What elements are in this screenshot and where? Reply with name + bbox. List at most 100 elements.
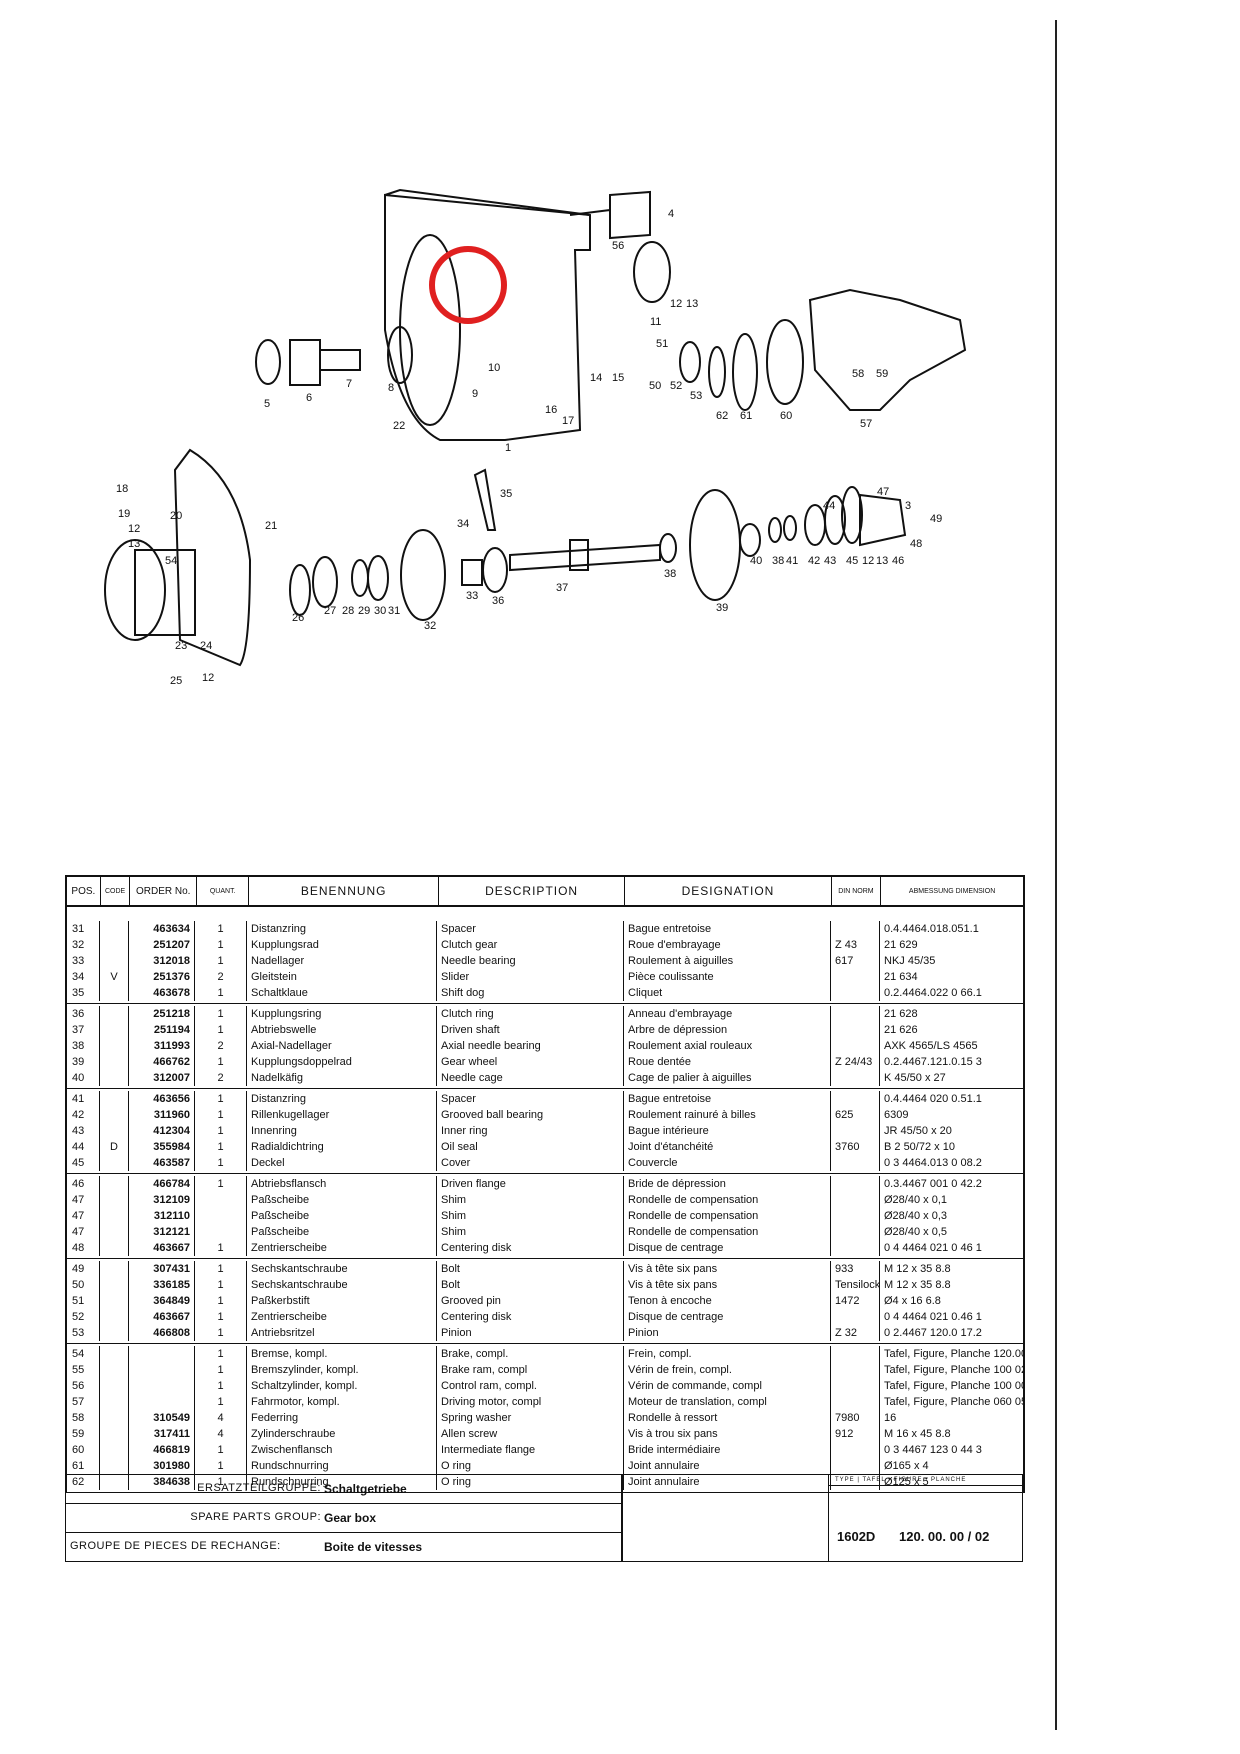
cell-description: Axial needle bearing bbox=[437, 1038, 624, 1054]
part-callout: 5 bbox=[264, 398, 271, 410]
cell-code bbox=[100, 1346, 129, 1362]
part-callout: 46 bbox=[892, 555, 905, 567]
cell-dimension: AXK 4565/LS 4565 bbox=[884, 1040, 978, 1052]
cell-quantity: 1 bbox=[195, 937, 247, 953]
cell-din-norm bbox=[831, 1155, 880, 1171]
cell-code bbox=[100, 1261, 129, 1277]
cell-dimension: 21 634 bbox=[884, 971, 918, 983]
group-en-label: SPARE PARTS GROUP: bbox=[190, 1511, 321, 1523]
cell-order-no: 310549 bbox=[129, 1410, 195, 1426]
cell-code bbox=[100, 1208, 129, 1224]
cell-order-no: 463634 bbox=[129, 921, 195, 937]
parts-group-footer: ERSATZTEILGRUPPE: Schaltgetriebe SPARE P… bbox=[65, 1474, 1023, 1562]
cell-designation: Arbre de dépression bbox=[624, 1022, 831, 1038]
part-callout: 1 bbox=[505, 442, 512, 454]
cell-description: Spacer bbox=[437, 1091, 624, 1107]
part-callout: 43 bbox=[824, 555, 837, 567]
cell-code bbox=[100, 953, 129, 969]
part-callout: 19 bbox=[118, 508, 131, 520]
cell-din-norm bbox=[831, 1038, 880, 1054]
cell-benennung: Bremse, kompl. bbox=[247, 1346, 437, 1362]
cell-designation: Disque de centrage bbox=[624, 1240, 831, 1256]
cell-dimension: M 12 x 35 8.8 bbox=[884, 1279, 951, 1291]
highlight-circle bbox=[429, 246, 507, 324]
part-callout: 47 bbox=[877, 486, 890, 498]
cell-benennung: Zentrierscheibe bbox=[247, 1309, 437, 1325]
cell-din-norm bbox=[831, 1022, 880, 1038]
part-callout: 44 bbox=[823, 500, 836, 512]
cell-designation: Roue dentée bbox=[624, 1054, 831, 1070]
part-callout: 34 bbox=[457, 518, 470, 530]
part-callout: 40 bbox=[750, 555, 763, 567]
cell-description: Driven flange bbox=[437, 1176, 624, 1192]
cell-order-no: 311960 bbox=[129, 1107, 195, 1123]
part-callout: 12 bbox=[862, 555, 875, 567]
cell-description: Allen screw bbox=[437, 1426, 624, 1442]
part-callout: 38 bbox=[772, 555, 785, 567]
part-callout: 45 bbox=[846, 555, 859, 567]
part-callout: 12 bbox=[128, 523, 141, 535]
cell-dimension: Ø4 x 16 6.8 bbox=[884, 1295, 941, 1307]
cell-pos: 54 bbox=[67, 1346, 100, 1362]
cell-din-norm: 617 bbox=[831, 953, 880, 969]
part-callout: 31 bbox=[388, 605, 401, 617]
col-din: DIN NORM bbox=[832, 877, 882, 905]
cell-din-norm: 933 bbox=[831, 1261, 880, 1277]
cell-order-no: 466808 bbox=[129, 1325, 195, 1341]
cell-order-no: 312121 bbox=[129, 1224, 195, 1240]
cell-pos: 47 bbox=[67, 1192, 100, 1208]
cell-order-no: 312007 bbox=[129, 1070, 195, 1086]
cell-description: Shift dog bbox=[437, 985, 624, 1001]
cell-order-no: 466762 bbox=[129, 1054, 195, 1070]
cell-description: Brake, compl. bbox=[437, 1346, 624, 1362]
cell-din-norm: Z 32 bbox=[831, 1325, 880, 1341]
cell-benennung: Distanzring bbox=[247, 1091, 437, 1107]
cell-description: Centering disk bbox=[437, 1309, 624, 1325]
col-designation: DESIGNATION bbox=[625, 877, 832, 905]
cell-description: Cover bbox=[437, 1155, 624, 1171]
cell-code bbox=[100, 1277, 129, 1293]
cell-din-norm: Z 24/43 bbox=[831, 1054, 880, 1070]
cell-benennung: Paßkerbstift bbox=[247, 1293, 437, 1309]
cell-order-no: 251194 bbox=[129, 1022, 195, 1038]
cell-pos: 38 bbox=[67, 1038, 100, 1054]
cell-description: Grooved ball bearing bbox=[437, 1107, 624, 1123]
cell-quantity: 2 bbox=[195, 969, 247, 985]
cell-pos: 60 bbox=[67, 1442, 100, 1458]
cell-code bbox=[100, 1293, 129, 1309]
cell-designation: Bride de dépression bbox=[624, 1176, 831, 1192]
part-callout: 36 bbox=[492, 595, 505, 607]
cell-pos: 37 bbox=[67, 1022, 100, 1038]
cell-benennung: Nadellager bbox=[247, 953, 437, 969]
cell-order-no: 463667 bbox=[129, 1309, 195, 1325]
cell-description: Pinion bbox=[437, 1325, 624, 1341]
cell-pos: 47 bbox=[67, 1208, 100, 1224]
cell-dimension: Ø28/40 x 0,3 bbox=[884, 1210, 947, 1222]
cell-designation: Frein, compl. bbox=[624, 1346, 831, 1362]
part-callout: 11 bbox=[650, 316, 662, 328]
part-callout: 10 bbox=[488, 362, 501, 374]
cell-benennung: Schaltklaue bbox=[247, 985, 437, 1001]
cell-din-norm bbox=[831, 1458, 880, 1474]
cell-pos: 55 bbox=[67, 1362, 100, 1378]
cell-dimension: 0.2.4464.022 0 66.1 bbox=[884, 987, 982, 999]
cell-code bbox=[100, 1091, 129, 1107]
cell-code bbox=[100, 1006, 129, 1022]
cell-pos: 53 bbox=[67, 1325, 100, 1341]
part-callout: 39 bbox=[716, 602, 729, 614]
cell-code bbox=[100, 1107, 129, 1123]
page-edge-line bbox=[1055, 20, 1057, 1730]
part-callout: 51 bbox=[656, 338, 669, 350]
cell-code bbox=[100, 1070, 129, 1086]
